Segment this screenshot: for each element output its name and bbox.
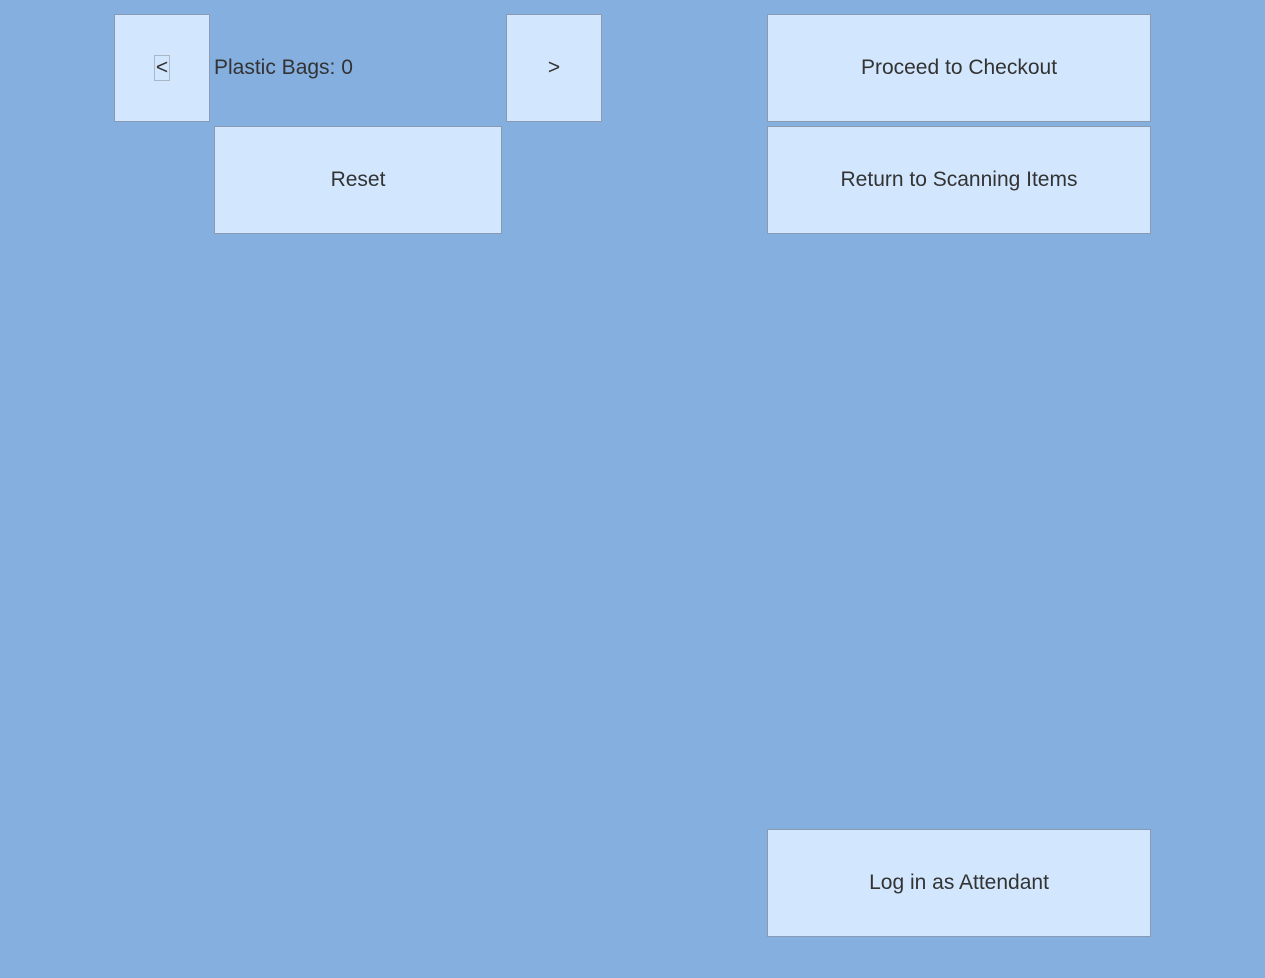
plastic-bags-count: 0	[341, 56, 353, 79]
plastic-bags-counter: Plastic Bags: 0	[214, 14, 353, 122]
return-to-scanning-button[interactable]: Return to Scanning Items	[767, 126, 1151, 234]
proceed-to-checkout-button[interactable]: Proceed to Checkout	[767, 14, 1151, 122]
attendant-login-label: Log in as Attendant	[869, 871, 1049, 894]
proceed-to-checkout-label: Proceed to Checkout	[860, 56, 1058, 79]
decrease-bags-button[interactable]: <	[114, 14, 210, 122]
return-to-scanning-label: Return to Scanning Items	[840, 168, 1078, 191]
plastic-bags-counter-label: Plastic Bags:	[214, 56, 336, 79]
reset-button[interactable]: Reset	[214, 126, 502, 234]
decrease-bags-label: <	[153, 55, 171, 81]
attendant-login-button[interactable]: Log in as Attendant	[767, 829, 1151, 937]
increase-bags-label: >	[547, 56, 561, 79]
increase-bags-button[interactable]: >	[506, 14, 602, 122]
reset-button-label: Reset	[330, 168, 386, 191]
